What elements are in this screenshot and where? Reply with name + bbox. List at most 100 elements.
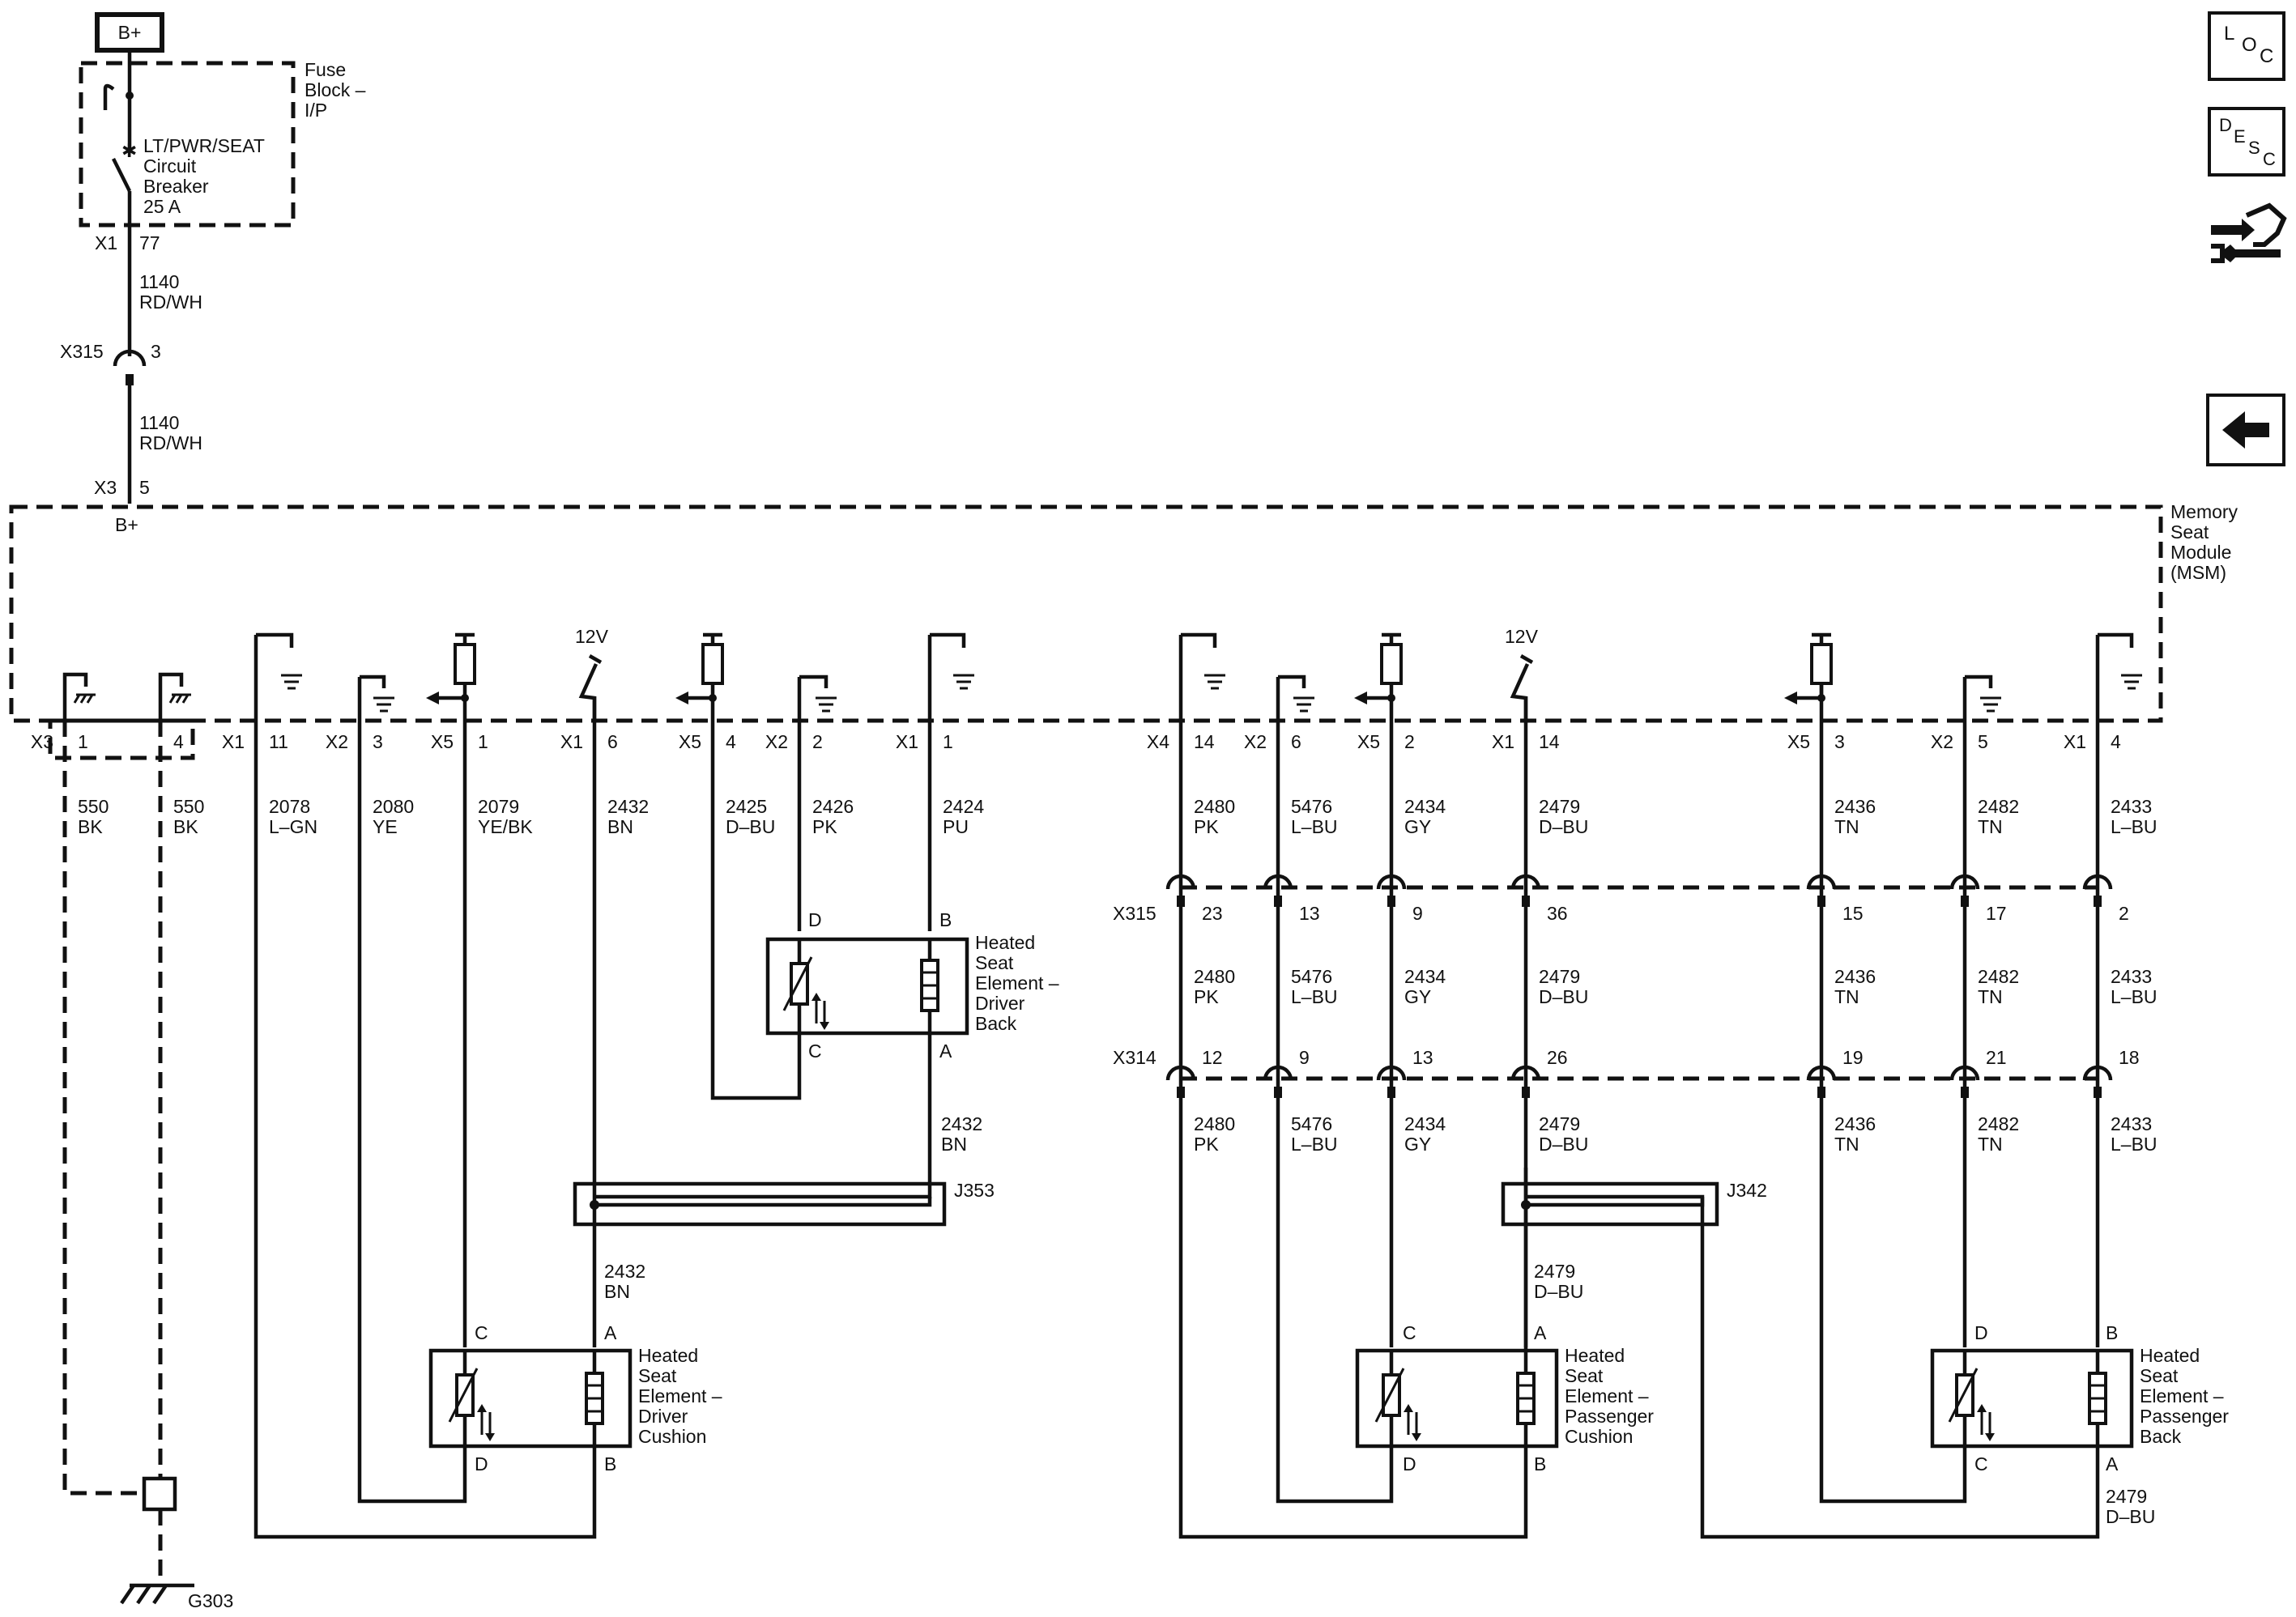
ground-label: G303 — [188, 1590, 233, 1611]
x315-pin-label: 23 — [1202, 903, 1223, 924]
x315-pin-label: 15 — [1842, 903, 1864, 924]
msm-pin-label: 3 — [1834, 731, 1845, 752]
pass-cushion-pin-a: A — [1534, 1322, 1547, 1343]
x315-wire-number: 2480 — [1194, 966, 1235, 987]
module-title-2: Seat — [2170, 521, 2209, 543]
breaker-label-3: Breaker — [143, 176, 209, 197]
splice-j353-wire-number-below: 2432 — [604, 1261, 645, 1282]
memory-seat-module: Memory Seat Module (MSM) — [9, 501, 2238, 760]
driver-cushion-pin-c: C — [475, 1322, 488, 1343]
wire-number-label: 2433 — [2111, 796, 2152, 817]
msm-conn-label: X5 — [1787, 731, 1810, 752]
fuse-block-title-3: I/P — [305, 100, 327, 121]
pass-back-title-4: Passenger — [2140, 1406, 2229, 1427]
driver-back-title-5: Back — [975, 1013, 1017, 1034]
driver-back-pin-c: C — [808, 1040, 822, 1062]
x315-pin-label: 2 — [2119, 903, 2129, 924]
wire-number-label: 2432 — [607, 796, 649, 817]
fuse-block: Fuse Block – I/P ✱ LT/PWR/SEAT Circuit B… — [79, 59, 366, 253]
module-title-3: Module — [2170, 542, 2231, 563]
msm-conn-label: X5 — [679, 731, 701, 752]
msm-conn-label: X1 — [2064, 731, 2086, 752]
wire-number-label: 2436 — [1834, 796, 1876, 817]
x315-wire-number: 2436 — [1834, 966, 1876, 987]
x314-pin-label: 21 — [1986, 1047, 2007, 1068]
splice-j342: J342 2479 D–BU — [1501, 1180, 1767, 1302]
wire-number-label: 2479 — [1539, 796, 1580, 817]
wire-color-label: GY — [1404, 816, 1431, 837]
x315-terminal — [1376, 874, 1407, 890]
wire-color-label: YE — [373, 816, 398, 837]
x315-wire-number: 2482 — [1978, 966, 2019, 987]
splice-j342-label: J342 — [1727, 1180, 1767, 1201]
x315-wire-number: 2479 — [1539, 966, 1580, 987]
pass-cushion-pin-c: C — [1403, 1322, 1416, 1343]
pass-back-title-2: Seat — [2140, 1365, 2179, 1386]
x314-wire-color: TN — [1834, 1134, 1859, 1155]
splice-j353-wire-color-above: BN — [941, 1134, 967, 1155]
supply-label-2: 12V — [1505, 626, 1539, 647]
element-passenger-cushion: Heated Seat Element – Passenger Cushion … — [1355, 1322, 1654, 1474]
location-view-button[interactable]: L O C — [2208, 11, 2285, 81]
pass-cushion-title-3: Element – — [1565, 1385, 1649, 1406]
msm-conn-label: X5 — [1357, 731, 1380, 752]
description-view-button[interactable]: D E S C — [2208, 107, 2285, 177]
pass-cushion-pin-b: B — [1534, 1453, 1546, 1474]
splice-j353-wire-color-below: BN — [604, 1281, 630, 1302]
msm-conn-label: X4 — [1147, 731, 1169, 752]
x315-wire-color: PK — [1194, 986, 1219, 1007]
driver-back-pin-b: B — [939, 909, 952, 930]
x315-pin-label: 36 — [1547, 903, 1568, 924]
module-title-4: (MSM) — [2170, 562, 2226, 583]
x314-pin-label: 26 — [1547, 1047, 1568, 1068]
x314-pin-label: 9 — [1299, 1047, 1310, 1068]
x314-wire-number: 2482 — [1978, 1113, 2019, 1134]
breaker-label-4: 25 A — [143, 196, 181, 217]
x314-wire-number: 2479 — [1539, 1113, 1580, 1134]
element-driver-back: Heated Seat Element – Driver Back D B C … — [765, 909, 1059, 1062]
wire-color-label: BK — [173, 816, 198, 837]
wire-color-label: BK — [78, 816, 103, 837]
pass-back-pin-a: A — [2106, 1453, 2119, 1474]
heater-grid-icon — [1516, 1372, 1536, 1425]
msm-pin-label: 1 — [478, 731, 488, 752]
x314-conn-label: X314 — [1113, 1047, 1157, 1068]
msm-pin-label: 11 — [269, 731, 288, 752]
service-procedure-button[interactable] — [2206, 198, 2290, 279]
wire-color-label: D–BU — [726, 816, 775, 837]
module-title-1: Memory — [2170, 501, 2238, 522]
wire-number-label: 2424 — [943, 796, 984, 817]
wire-color-label: BN — [607, 816, 633, 837]
x314-pin-label: 12 — [1202, 1047, 1223, 1068]
wire-network: G303 — [62, 626, 2142, 1611]
supply-label-1: 12V — [575, 626, 609, 647]
msm-bplus-input: B+ — [115, 514, 138, 535]
back-button[interactable] — [2206, 394, 2285, 466]
desc-letter-e: E — [2234, 126, 2246, 147]
x315-terminal — [1949, 874, 1980, 890]
x314-pin-label: 13 — [1412, 1047, 1433, 1068]
breaker-star-icon: ✱ — [121, 140, 137, 161]
x314-wire-color: D–BU — [1539, 1134, 1588, 1155]
x314-wire-color: PK — [1194, 1134, 1219, 1155]
wire-number-label: 550 — [78, 796, 109, 817]
driver-back-title-4: Driver — [975, 993, 1025, 1014]
pass-cushion-title-1: Heated — [1565, 1345, 1625, 1366]
wire-number-label: 5476 — [1291, 796, 1332, 817]
feed-wire-number-upper: 1140 — [139, 271, 179, 292]
x315-wire-color: TN — [1978, 986, 2003, 1007]
driver-back-title-2: Seat — [975, 952, 1014, 973]
msm-conn-label: X2 — [1244, 731, 1267, 752]
msm-pin-label: 2 — [812, 731, 823, 752]
splice-j353: J353 2432 BN 2432 BN — [573, 1113, 995, 1302]
splice-j342-wire-color-below: D–BU — [1534, 1281, 1583, 1302]
pass-back-title-3: Element – — [2140, 1385, 2224, 1406]
wire-number-label: 2425 — [726, 796, 767, 817]
pass-back-wire-number: 2479 — [2106, 1486, 2147, 1507]
wire-color-label: YE/BK — [478, 816, 533, 837]
msm-conn-label: X1 — [222, 731, 245, 752]
fuse-pin-label: 77 — [139, 232, 160, 253]
x315-terminal — [1165, 874, 1196, 890]
wire-number-label: 2079 — [478, 796, 519, 817]
